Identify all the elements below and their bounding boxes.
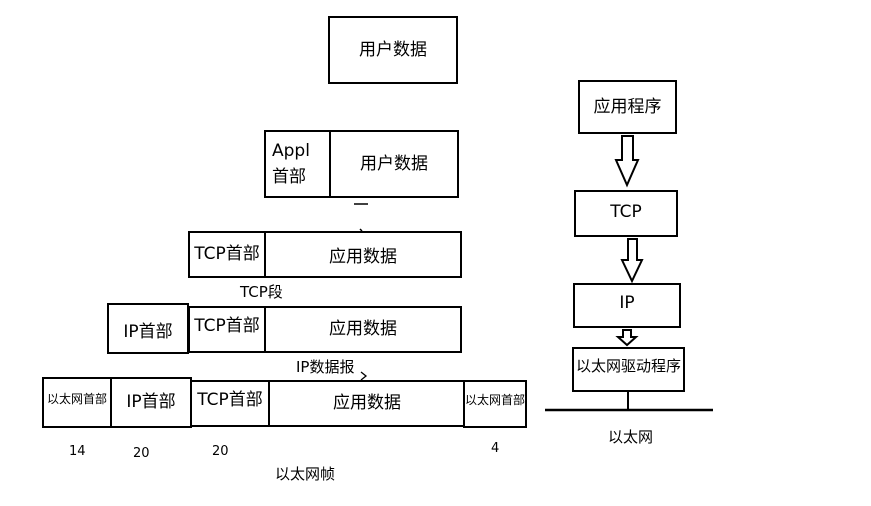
stack-tcp-box: TCP bbox=[574, 190, 678, 237]
app-data-box-row3: 应用数据 bbox=[264, 231, 462, 278]
size-ip-header: 20 bbox=[133, 446, 150, 461]
tcp-header-box-row5: TCP首部 bbox=[190, 380, 270, 427]
tcp-header-text: TCP首部 bbox=[197, 390, 263, 411]
ethernet-trailer-box: 以太网首部 bbox=[463, 380, 527, 428]
app-data-text: 应用数据 bbox=[329, 247, 397, 268]
ip-header-box: IP首部 bbox=[107, 303, 189, 354]
ip-header-text: IP首部 bbox=[123, 322, 173, 343]
stack-application-box: 应用程序 bbox=[578, 80, 677, 134]
tcp-header-box: TCP首部 bbox=[188, 231, 266, 278]
ip-datagram-label: IP数据报 bbox=[296, 358, 355, 376]
tcp-segment-label: TCP段 bbox=[240, 283, 283, 301]
stack-ip-box: IP bbox=[573, 283, 681, 328]
user-data-text: 用户数据 bbox=[359, 39, 427, 60]
caret-mark bbox=[360, 371, 368, 381]
arrow-down-icon bbox=[615, 329, 639, 347]
arrow-down-icon bbox=[620, 238, 644, 284]
tcp-header-text: TCP首部 bbox=[194, 316, 260, 337]
appl-header-line1: Appl bbox=[272, 140, 310, 161]
ethernet-trailer-text: 以太网首部 bbox=[465, 392, 526, 407]
size-ethernet-trailer: 4 bbox=[491, 441, 500, 456]
tick-mark bbox=[359, 228, 363, 232]
stack-ip-text: IP bbox=[619, 293, 635, 314]
tcp-header-text: TCP首部 bbox=[194, 244, 260, 265]
stack-tcp-text: TCP bbox=[610, 202, 642, 223]
app-data-text: 应用数据 bbox=[333, 393, 401, 414]
stack-application-text: 应用程序 bbox=[593, 96, 662, 117]
appl-header-line2: 首部 bbox=[272, 167, 306, 187]
ethernet-header-text: 以太网首部 bbox=[46, 392, 107, 407]
appl-header-box: Appl 首部 bbox=[264, 130, 331, 198]
stack-driver-box: 以太网驱动程序 bbox=[572, 347, 685, 392]
arrow-down-icon bbox=[614, 135, 640, 188]
user-data-box: 用户数据 bbox=[328, 16, 458, 84]
app-data-box-row4: 应用数据 bbox=[264, 306, 462, 353]
ethernet-header-box: 以太网首部 bbox=[42, 377, 112, 428]
tcp-header-box-row4: TCP首部 bbox=[188, 306, 266, 353]
size-ethernet-header: 14 bbox=[69, 444, 86, 459]
user-data-mid-text: 用户数据 bbox=[360, 153, 428, 174]
stack-driver-text: 以太网驱动程序 bbox=[575, 356, 681, 375]
user-data-box-mid: 用户数据 bbox=[329, 130, 459, 198]
size-tcp-header: 20 bbox=[212, 444, 229, 459]
stack-ethernet-label: 以太网 bbox=[608, 428, 654, 446]
ethernet-frame-label: 以太网帧 bbox=[275, 465, 336, 483]
app-data-text: 应用数据 bbox=[329, 319, 397, 340]
ip-header-box-row5: IP首部 bbox=[110, 377, 192, 428]
ip-header-text: IP首部 bbox=[126, 392, 176, 413]
